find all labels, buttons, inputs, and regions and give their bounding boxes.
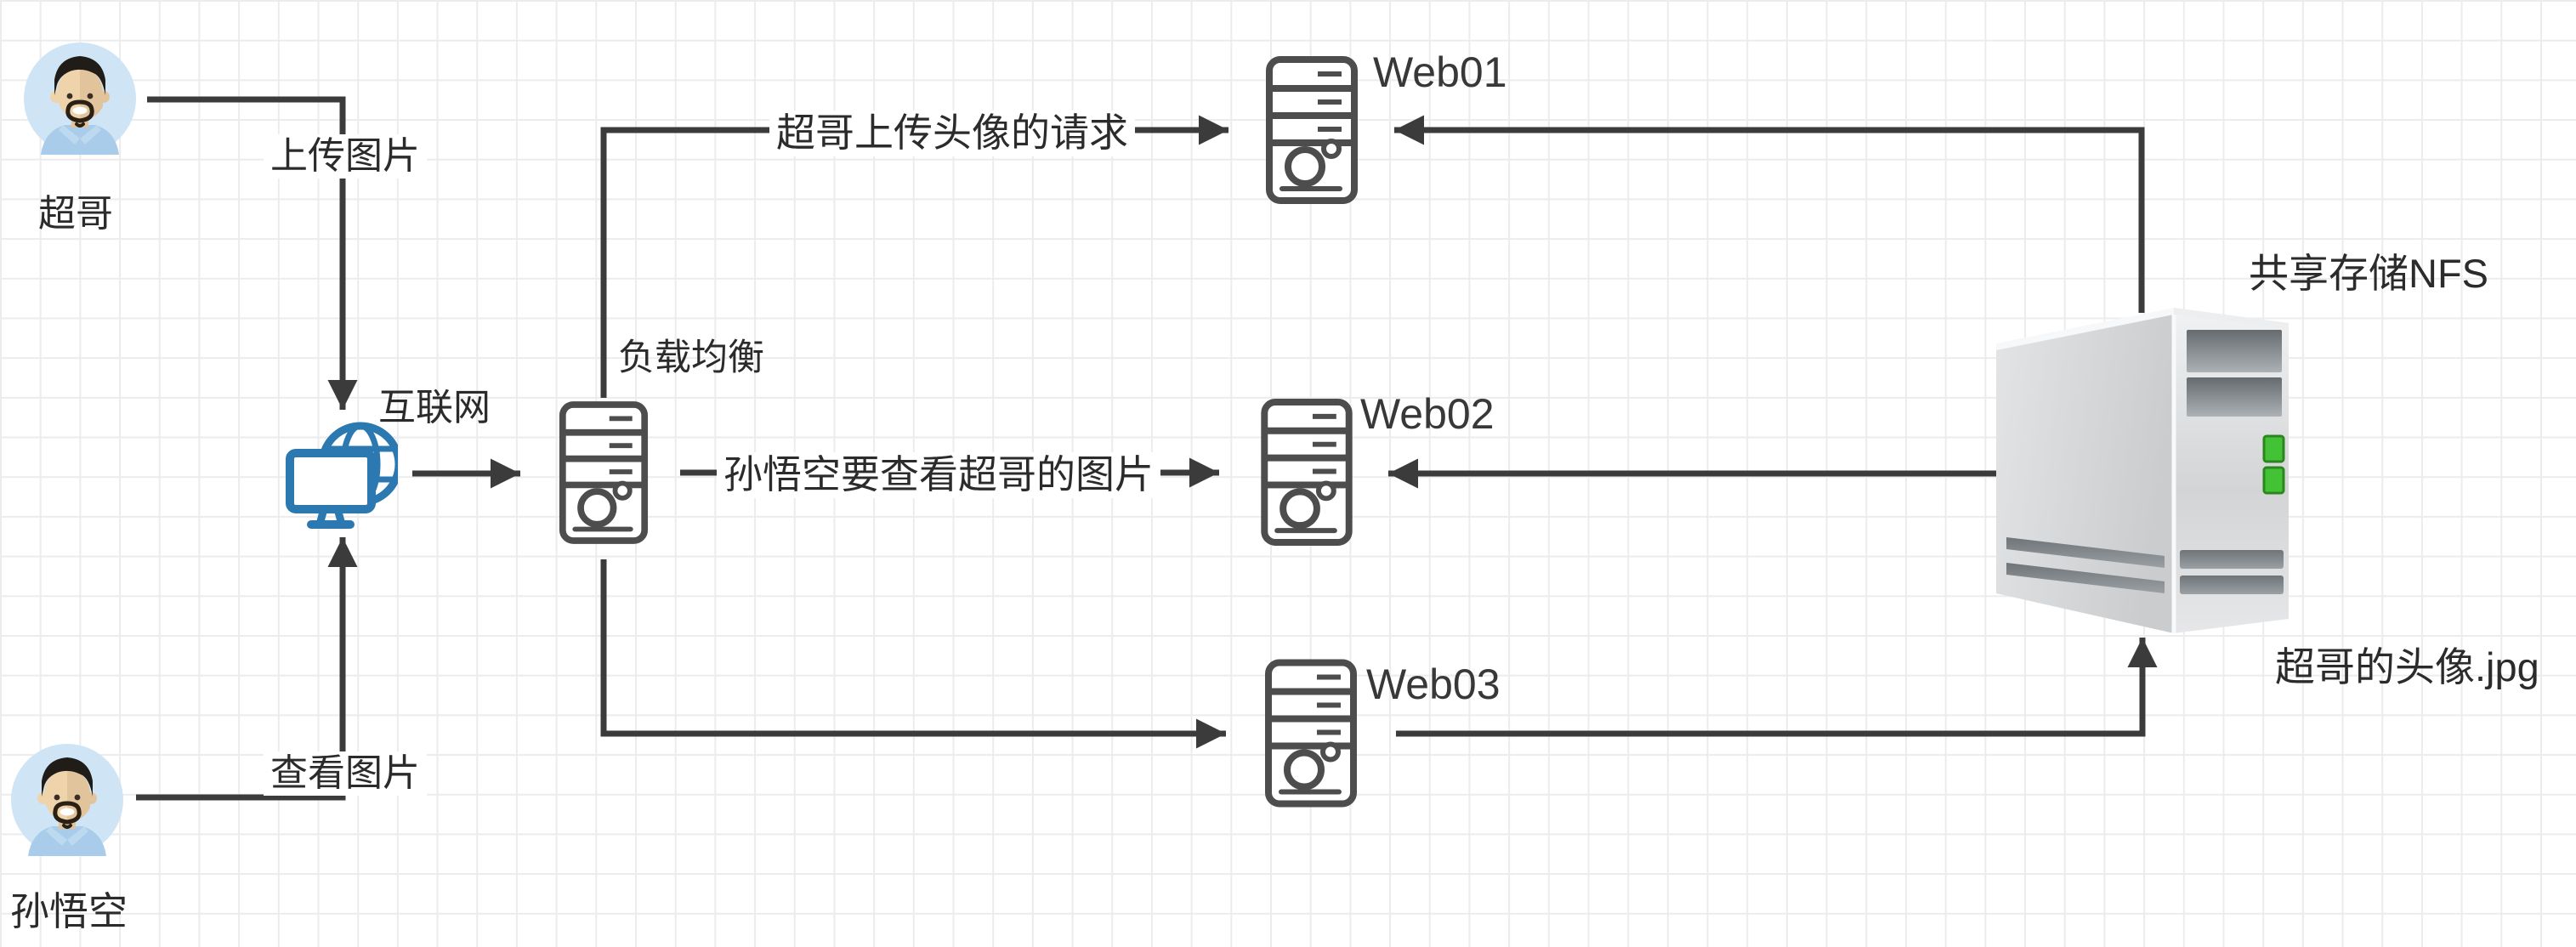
nfs-file-label: 超哥的头像.jpg bbox=[2275, 644, 2539, 689]
user-top-label: 超哥 bbox=[38, 193, 113, 235]
edge-web03-to-nfs bbox=[1396, 638, 2158, 737]
tower-server-icon bbox=[1264, 657, 1358, 809]
web03-label: Web03 bbox=[1366, 661, 1501, 708]
internet-label: 互联网 bbox=[378, 387, 491, 428]
user-avatar-icon bbox=[11, 744, 123, 856]
nfs-label: 共享存储NFS bbox=[2249, 251, 2488, 296]
edge-label-upload-request: 超哥上传头像的请求 bbox=[769, 111, 1135, 156]
user-bottom-label: 孙悟空 bbox=[10, 889, 128, 933]
tower-server-icon bbox=[1265, 54, 1359, 207]
web02-label: Web02 bbox=[1360, 390, 1495, 438]
edge-upload bbox=[147, 96, 358, 410]
tower-server-icon bbox=[1260, 398, 1353, 547]
edge-label-view: 查看图片 bbox=[264, 751, 427, 796]
edge-label-upload: 上传图片 bbox=[264, 134, 427, 179]
internet-globe-monitor-icon bbox=[286, 413, 398, 532]
nfs-storage-tower-icon bbox=[1996, 304, 2289, 636]
web01-label: Web01 bbox=[1373, 48, 1507, 96]
user-avatar-icon bbox=[24, 43, 136, 155]
edge-nfs-to-web01 bbox=[1394, 115, 2145, 313]
edge-lb-to-web03 bbox=[600, 559, 1226, 749]
edge-view bbox=[136, 537, 358, 801]
load-balancer-label: 负载均衡 bbox=[618, 337, 764, 378]
edge-label-view-request: 孙悟空要查看超哥的图片 bbox=[717, 452, 1160, 498]
tower-server-icon bbox=[559, 400, 649, 546]
